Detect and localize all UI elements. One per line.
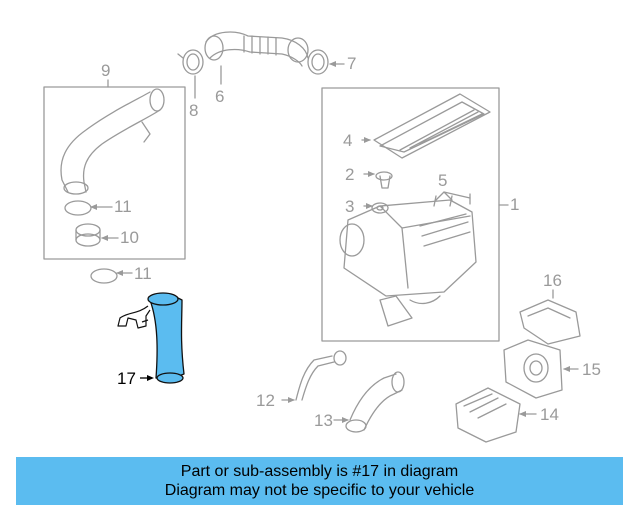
callout-15: 15: [582, 360, 601, 379]
part-13-hose: [345, 371, 405, 433]
banner-line-2: Diagram may not be specific to your vehi…: [164, 482, 475, 499]
callout-8: 8: [189, 101, 199, 120]
callout-13: 13: [314, 411, 333, 430]
callout-1: 1: [510, 195, 520, 214]
callout-17: 17: [117, 369, 136, 388]
callout-11-upper: 11: [114, 197, 132, 216]
callout-2: 2: [345, 165, 355, 184]
part-9-duct: [60, 88, 165, 195]
part-10-coupler: [75, 223, 101, 247]
callout-12: 12: [256, 391, 275, 410]
part-14-resonator: [455, 387, 521, 443]
callout-7: 7: [347, 54, 357, 73]
part-11-clamp-upper: [64, 200, 92, 216]
banner-line-1: Part or sub-assembly is #17 in diagram: [180, 463, 459, 480]
callout-16: 16: [543, 271, 562, 290]
part-4-filter-cover: [373, 93, 491, 159]
part-12-vent-tube: [295, 350, 347, 401]
callout-6: 6: [215, 87, 225, 106]
info-banner: Part or sub-assembly is #17 in diagram D…: [16, 457, 623, 505]
callout-14: 14: [540, 405, 559, 424]
callout-3: 3: [345, 197, 355, 216]
callout-10: 10: [120, 228, 139, 247]
group-box-9: [43, 86, 186, 260]
callout-11-lower: 11: [134, 264, 152, 283]
part-6-intake-hose: [204, 31, 309, 67]
parts-diagram: [43, 31, 581, 443]
part-11-clamp-lower: [90, 268, 118, 284]
part-16-seal: [519, 299, 581, 345]
part-8-clamp: [177, 49, 204, 75]
part-1-air-cleaner: [339, 199, 477, 327]
part-2-grommet: [375, 171, 393, 189]
group-box-1: [321, 87, 500, 342]
part-17-air-duct: [117, 292, 185, 384]
callout-5: 5: [438, 171, 448, 190]
callout-4: 4: [343, 131, 353, 150]
part-7-clamp: [307, 49, 329, 75]
part-15-bracket: [503, 339, 563, 399]
callout-9: 9: [101, 61, 111, 80]
